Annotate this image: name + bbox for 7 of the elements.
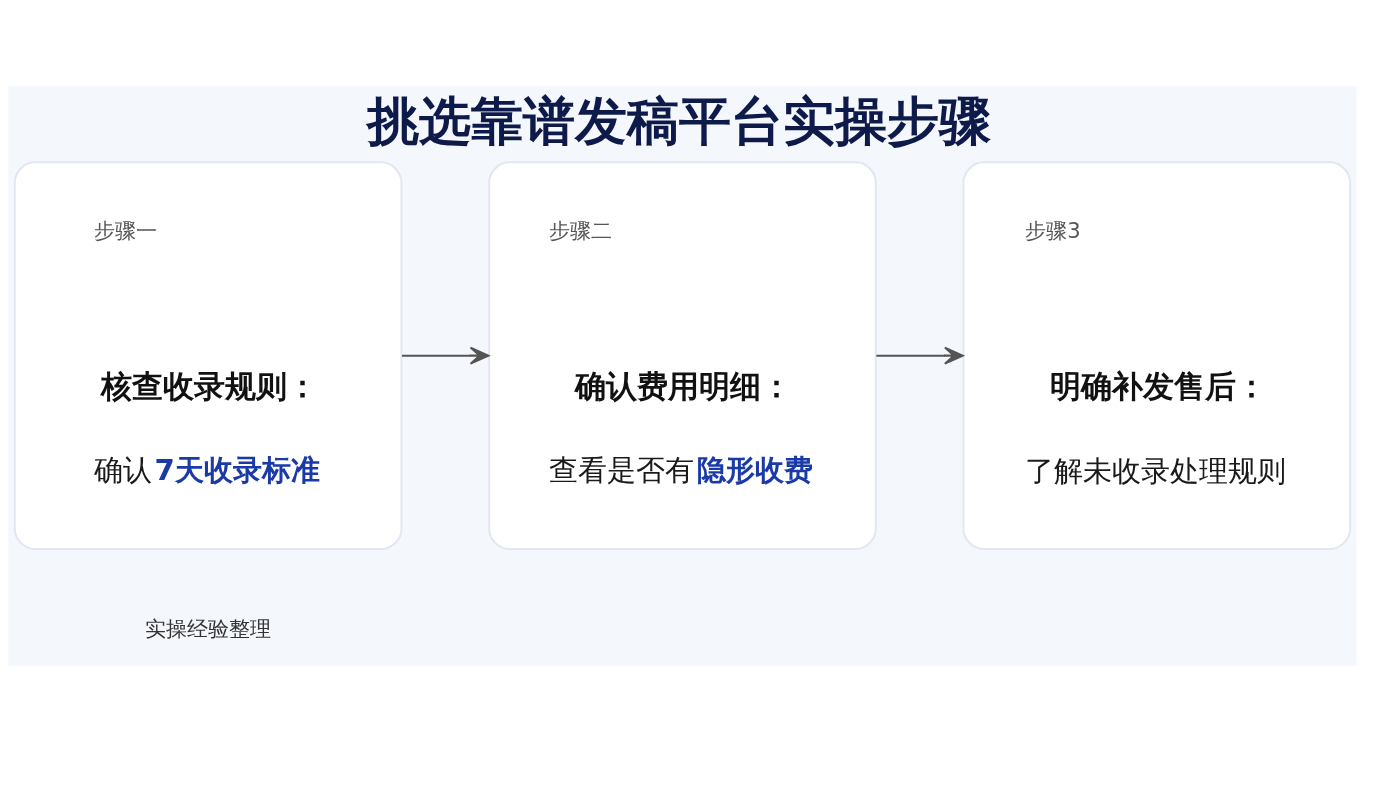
node-box: 步骤一 核查收录规则： 确认7天收录标准 <box>13 161 403 550</box>
diagram-title: 挑选靠谱发稿平台实操步骤 <box>367 90 992 151</box>
node-box: 步骤3 明确补发售后： 了解未收录处理规则 <box>962 161 1352 550</box>
label: 实操经验整理 <box>145 615 272 641</box>
arrow <box>401 346 490 365</box>
node-box: 步骤二 确认费用明细： 查看是否有隐形收费 <box>488 161 877 550</box>
arrow <box>875 346 964 365</box>
